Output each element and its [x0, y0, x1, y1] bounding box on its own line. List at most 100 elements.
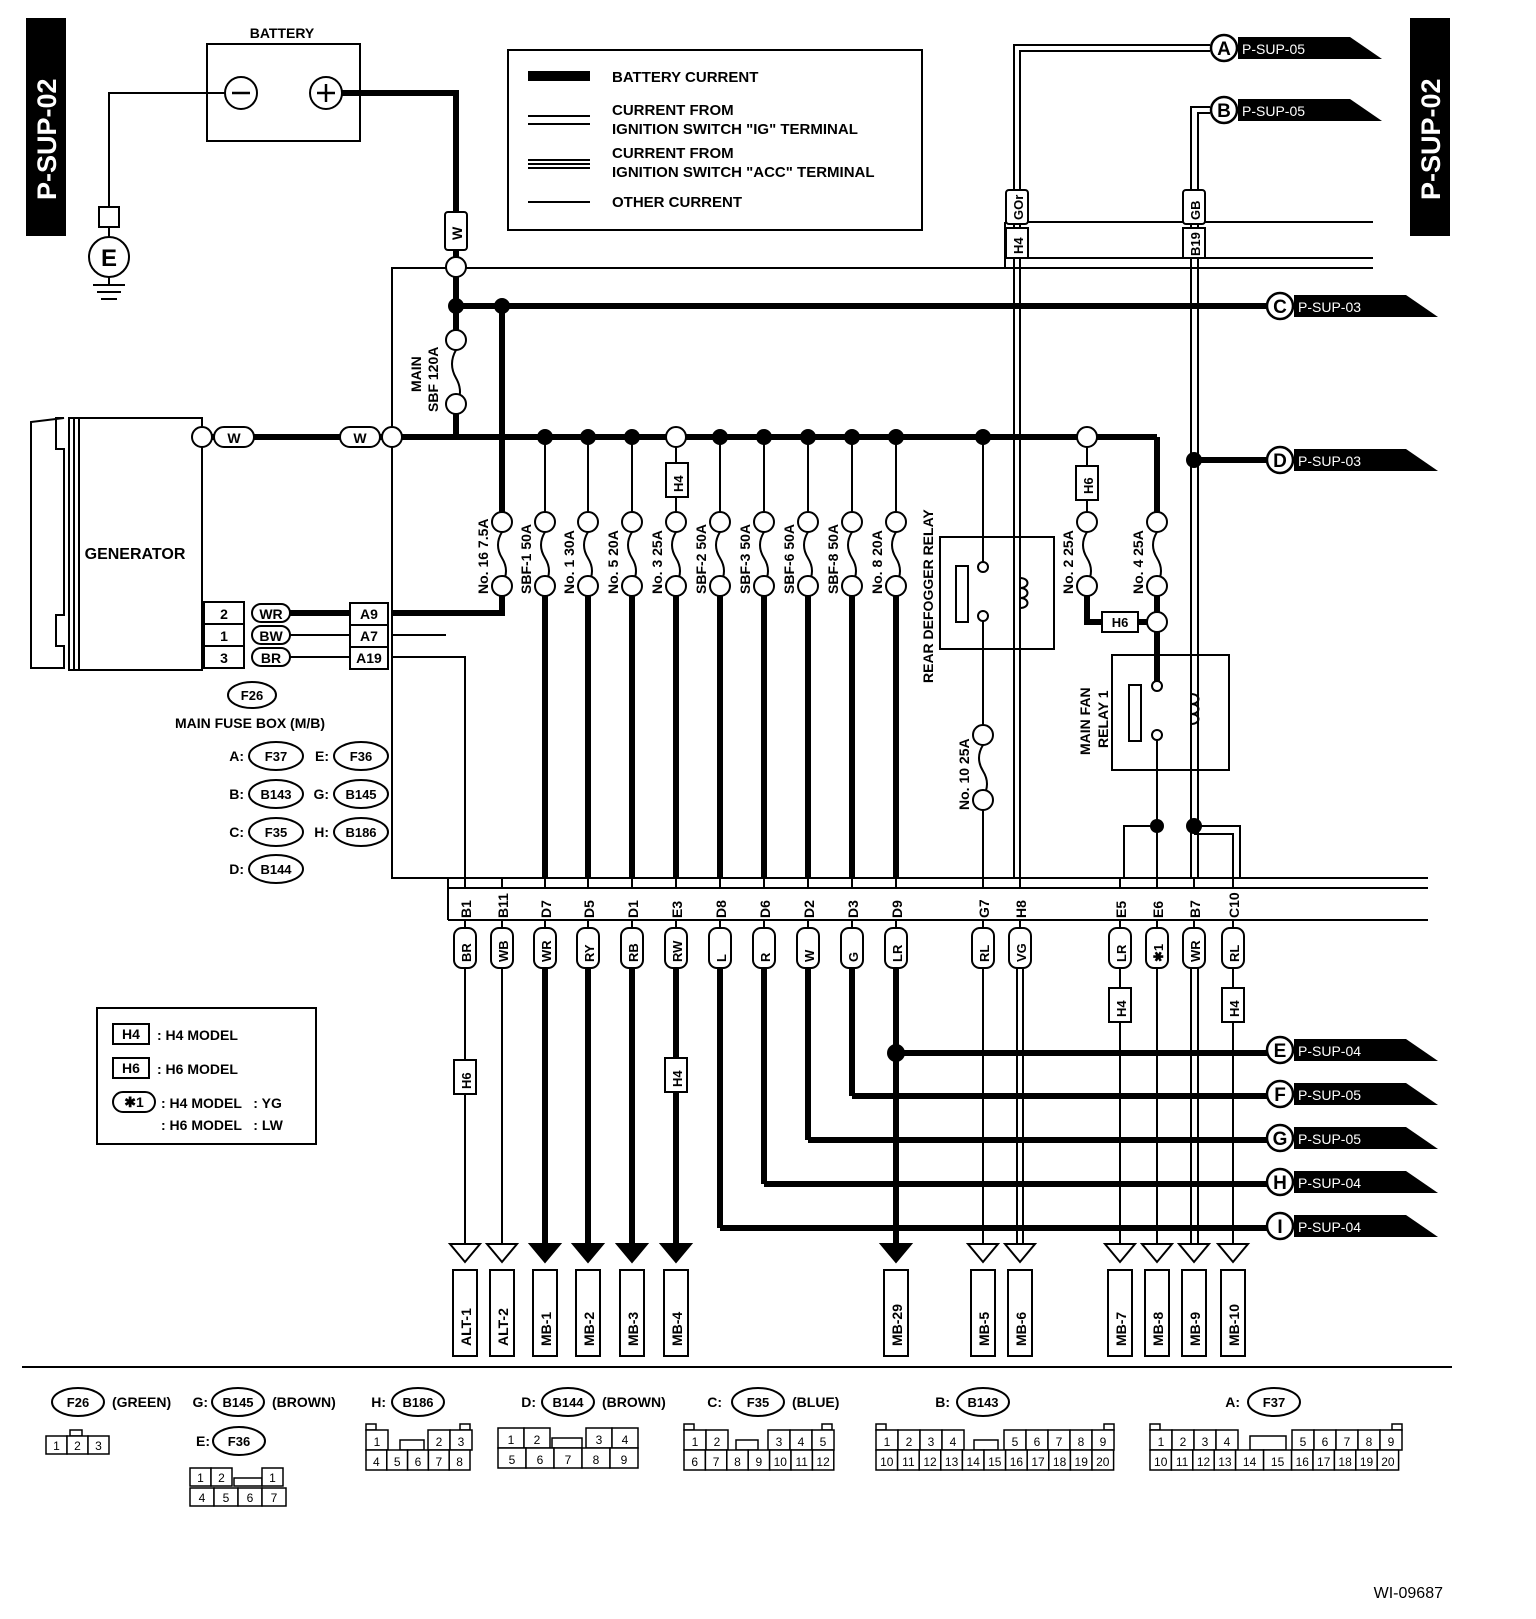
- svg-text:20: 20: [1096, 1455, 1110, 1469]
- svg-text:2: 2: [220, 606, 228, 622]
- svg-text:18: 18: [1053, 1455, 1067, 1469]
- svg-text:2: 2: [714, 1435, 721, 1449]
- svg-text:2: 2: [1180, 1435, 1187, 1449]
- terminal-label: H8: [1013, 900, 1029, 918]
- flow-arrow-icon: [527, 1243, 563, 1264]
- battery-box: [206, 43, 361, 142]
- svg-text:4: 4: [199, 1491, 206, 1505]
- offpage-letter: F: [1274, 1085, 1286, 1106]
- output-label: MB-3: [625, 1312, 641, 1346]
- svg-text:12: 12: [816, 1455, 830, 1469]
- fuse-6: SBF-2 50A: [693, 511, 731, 597]
- terminal-label: C10: [1226, 892, 1242, 918]
- svg-text:7: 7: [713, 1455, 720, 1469]
- svg-text:BW: BW: [259, 628, 283, 644]
- svg-text:H6: H6: [1112, 615, 1129, 630]
- svg-text:B144: B144: [260, 862, 292, 877]
- flow-arrow-icon: [447, 1243, 483, 1264]
- current-legend: [507, 49, 923, 231]
- svg-text:8: 8: [734, 1455, 741, 1469]
- svg-text:D:: D:: [521, 1394, 536, 1410]
- svg-text:4: 4: [622, 1433, 629, 1447]
- svg-text:1: 1: [197, 1471, 204, 1485]
- svg-text:A:: A:: [229, 748, 244, 764]
- svg-text:W: W: [449, 226, 465, 240]
- flow-arrow-icon: [484, 1243, 520, 1264]
- svg-text:4: 4: [798, 1435, 805, 1449]
- svg-text:H4: H4: [122, 1026, 140, 1042]
- terminal-label: B11: [495, 893, 511, 918]
- svg-text:16: 16: [1296, 1455, 1310, 1469]
- svg-text:1: 1: [374, 1435, 381, 1449]
- svg-text:11: 11: [795, 1455, 808, 1469]
- svg-text:: H4 MODEL: : H4 MODEL: [157, 1027, 238, 1043]
- svg-text:4: 4: [373, 1455, 380, 1469]
- figure-id: WI-09687: [1374, 1585, 1443, 1602]
- svg-text:6: 6: [1034, 1435, 1041, 1449]
- flow-arrow-icon: [1139, 1243, 1175, 1264]
- offpage-ref: P-SUP-03: [1298, 453, 1361, 469]
- wire-color-label: ✱1: [1151, 944, 1166, 962]
- output-label: MB-2: [581, 1312, 597, 1346]
- svg-text:1: 1: [508, 1433, 515, 1447]
- svg-text:16: 16: [1010, 1455, 1024, 1469]
- svg-text:5: 5: [509, 1453, 516, 1467]
- model-tag: H4: [1227, 1000, 1242, 1017]
- ground-label: E: [101, 245, 117, 272]
- svg-text:7: 7: [1344, 1435, 1351, 1449]
- svg-text:1: 1: [220, 628, 228, 644]
- wire-color-label: LR: [890, 944, 905, 962]
- model-tag: H4: [1114, 1000, 1129, 1017]
- output-label: MB-9: [1187, 1312, 1203, 1346]
- generator-label: GENERATOR: [85, 546, 186, 563]
- page-tag-left-text: P-SUP-02: [32, 78, 62, 200]
- fuse-label: No. 4 25A: [1130, 530, 1146, 594]
- fuse-1: No. 16 7.5A: [475, 511, 513, 597]
- page-tag-left: [26, 18, 66, 236]
- svg-text:12: 12: [1197, 1455, 1211, 1469]
- svg-text:(GREEN): (GREEN): [112, 1394, 171, 1410]
- svg-text:17: 17: [1031, 1455, 1045, 1469]
- svg-text:2: 2: [436, 1435, 443, 1449]
- svg-text:B145: B145: [222, 1395, 253, 1410]
- svg-text:9: 9: [1100, 1435, 1107, 1449]
- svg-text:9: 9: [756, 1455, 763, 1469]
- output-wires: B1BRB11WBD7WRD5RYD1RBE3RWD8LD6RD2WD3GD9L…: [447, 878, 1272, 1357]
- svg-text:GOr: GOr: [1011, 195, 1026, 220]
- output-label: MB-10: [1226, 1304, 1242, 1346]
- wire-color-label: RW: [670, 940, 685, 962]
- svg-text:3: 3: [776, 1435, 783, 1449]
- svg-text:✱1: ✱1: [124, 1094, 144, 1110]
- svg-text:19: 19: [1075, 1455, 1089, 1469]
- svg-text:6: 6: [1322, 1435, 1329, 1449]
- battery-label: BATTERY: [250, 25, 315, 41]
- svg-text:2: 2: [906, 1435, 913, 1449]
- svg-text:19: 19: [1360, 1455, 1374, 1469]
- svg-text:20: 20: [1381, 1455, 1395, 1469]
- svg-text:17: 17: [1317, 1455, 1331, 1469]
- svg-text:F26: F26: [67, 1395, 89, 1410]
- wire-color-label: G: [846, 952, 861, 962]
- svg-text:7: 7: [565, 1453, 572, 1467]
- svg-text:BR: BR: [261, 650, 281, 666]
- svg-text:5: 5: [223, 1491, 230, 1505]
- offpage-letter: E: [1274, 1041, 1287, 1062]
- svg-text:G:: G:: [313, 786, 329, 802]
- svg-text:CURRENT FROM: CURRENT FROM: [612, 145, 734, 162]
- fuse-11: No. 2 25A: [1060, 511, 1098, 597]
- svg-text:H:: H:: [314, 824, 329, 840]
- terminal-label: B1: [458, 900, 474, 918]
